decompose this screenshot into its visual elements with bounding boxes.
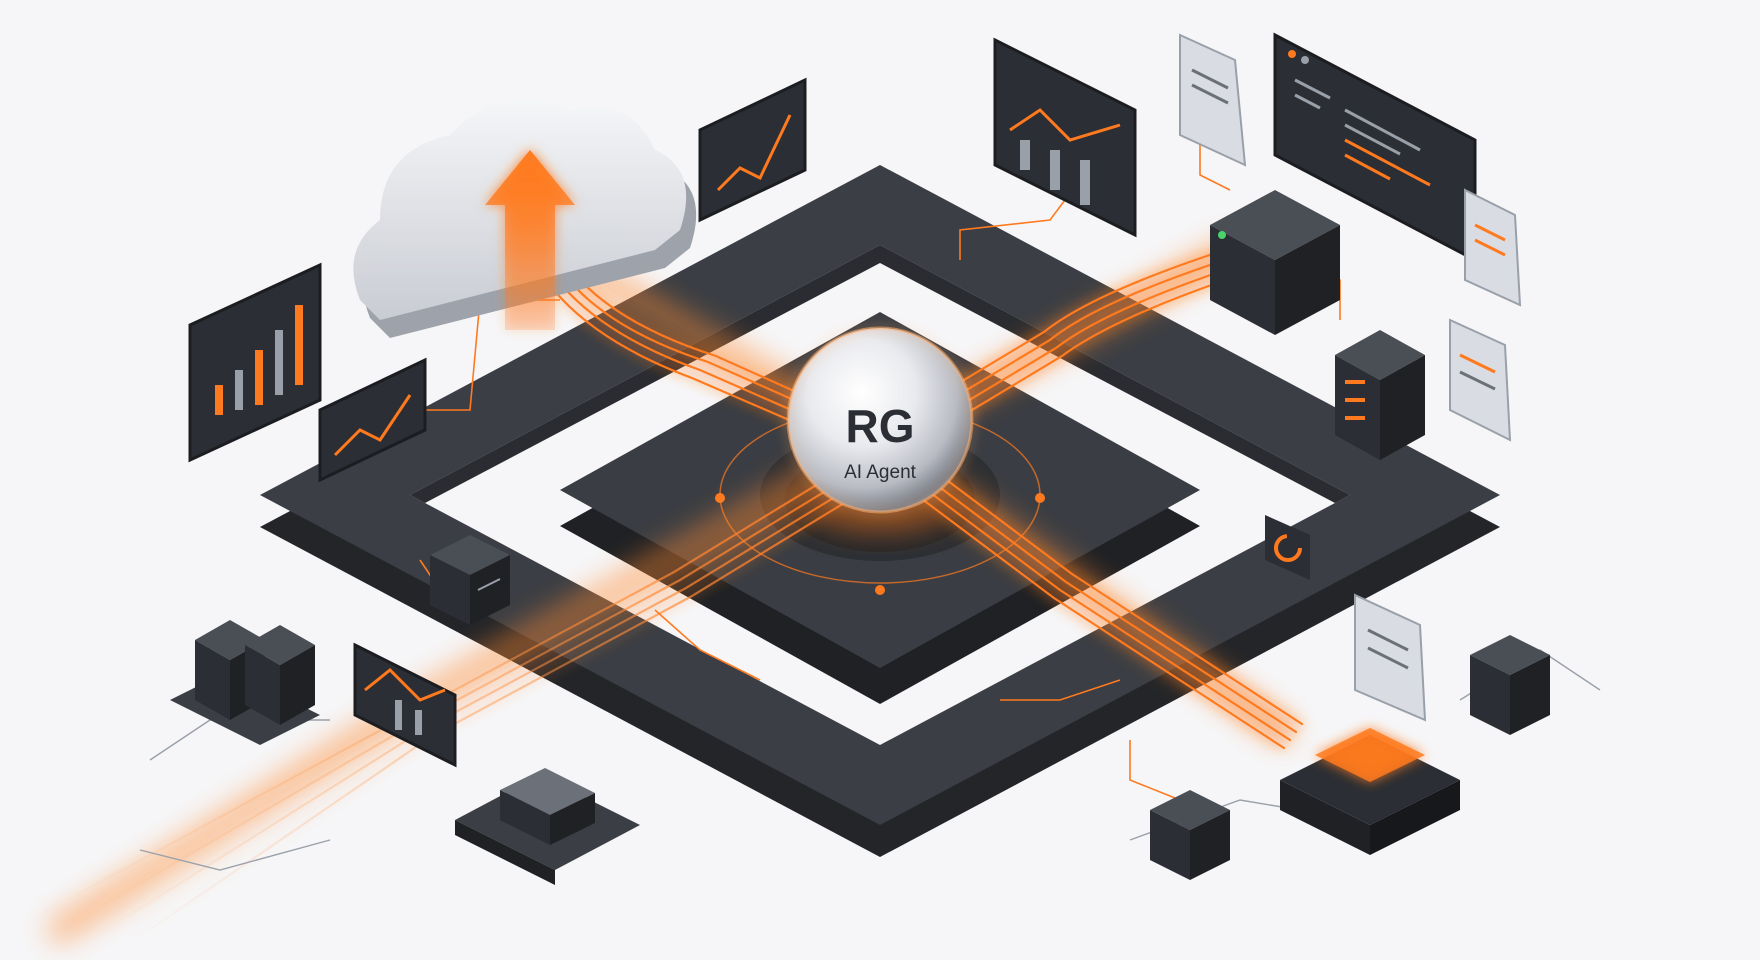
storage-box-icon [1280,728,1460,855]
server-rack-icon [430,535,510,625]
document-icon [1354,593,1427,722]
chart-monitor-icon [993,37,1137,238]
document-icon [1464,188,1522,307]
server-rack-icon [170,620,320,745]
document-icon [1449,318,1512,442]
chart-monitor-icon [698,77,807,223]
refresh-icon [1265,515,1310,580]
server-rack-icon [1470,635,1550,735]
server-rack-icon [1150,790,1230,880]
chart-monitor-icon [353,642,457,768]
document-icon [1179,33,1247,167]
chart-monitor-icon [318,357,427,483]
agent-label: AI Agent [844,462,917,483]
server-rack-icon [1210,190,1340,335]
agent-initials: RG [846,400,915,452]
cloud-upload-icon [353,99,697,338]
server-rack-icon [455,768,640,885]
chart-monitor-icon [188,262,322,463]
ai-agent-sphere: RG AI Agent [786,326,974,532]
server-rack-icon [1335,330,1425,460]
